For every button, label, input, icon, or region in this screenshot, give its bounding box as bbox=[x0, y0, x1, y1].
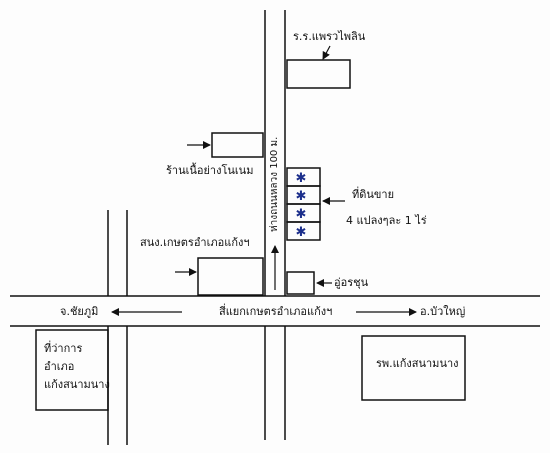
district-office-line-2: อำเภอ bbox=[44, 360, 75, 373]
star-icon: ✱ bbox=[296, 225, 307, 240]
land-for-sale-title: ที่ดินขาย bbox=[352, 188, 395, 201]
main-road-label: สี่แยกเกษตรอำเภอแก้งฯ bbox=[219, 305, 333, 318]
garage-building bbox=[286, 271, 315, 295]
star-icon: ✱ bbox=[296, 189, 307, 204]
district-office-line-1: ที่ว่าการ bbox=[44, 342, 83, 355]
west-direction-label: จ.ชัยภูมิ bbox=[60, 305, 99, 318]
school-building bbox=[286, 59, 351, 89]
restaurant-building bbox=[211, 132, 264, 158]
district-office-line-3: แก้งสนามนาง bbox=[44, 378, 110, 391]
district-office-building bbox=[35, 329, 109, 411]
district-office-label: ที่ว่าการ อำเภอ แก้งสนามนาง bbox=[44, 340, 110, 394]
garage-label: อู่อรชุน bbox=[334, 276, 369, 289]
star-icon: ✱ bbox=[296, 207, 307, 222]
land-plot-4 bbox=[286, 221, 321, 241]
hospital-building bbox=[361, 335, 466, 401]
hospital-label: รพ.แก้งสนามนาง bbox=[376, 357, 459, 370]
restaurant-label: ร้านเนื้อย่างโนเนม bbox=[166, 164, 254, 177]
land-for-sale-detail: 4 แปลงๆละ 1 ไร่ bbox=[346, 214, 427, 227]
school-arrow bbox=[322, 45, 331, 60]
agri-office-label: สนง.เกษตรอำเภอแก้งฯ bbox=[140, 236, 250, 249]
side-road-distance-label: ห่างถนนหลวง 100 ม. bbox=[269, 136, 280, 232]
school-label: ร.ร.แพรวไพลิน bbox=[293, 30, 366, 43]
east-direction-label: อ.บัวใหญ่ bbox=[420, 305, 466, 318]
agri-office-building bbox=[197, 257, 264, 296]
star-icon: ✱ bbox=[296, 171, 307, 186]
